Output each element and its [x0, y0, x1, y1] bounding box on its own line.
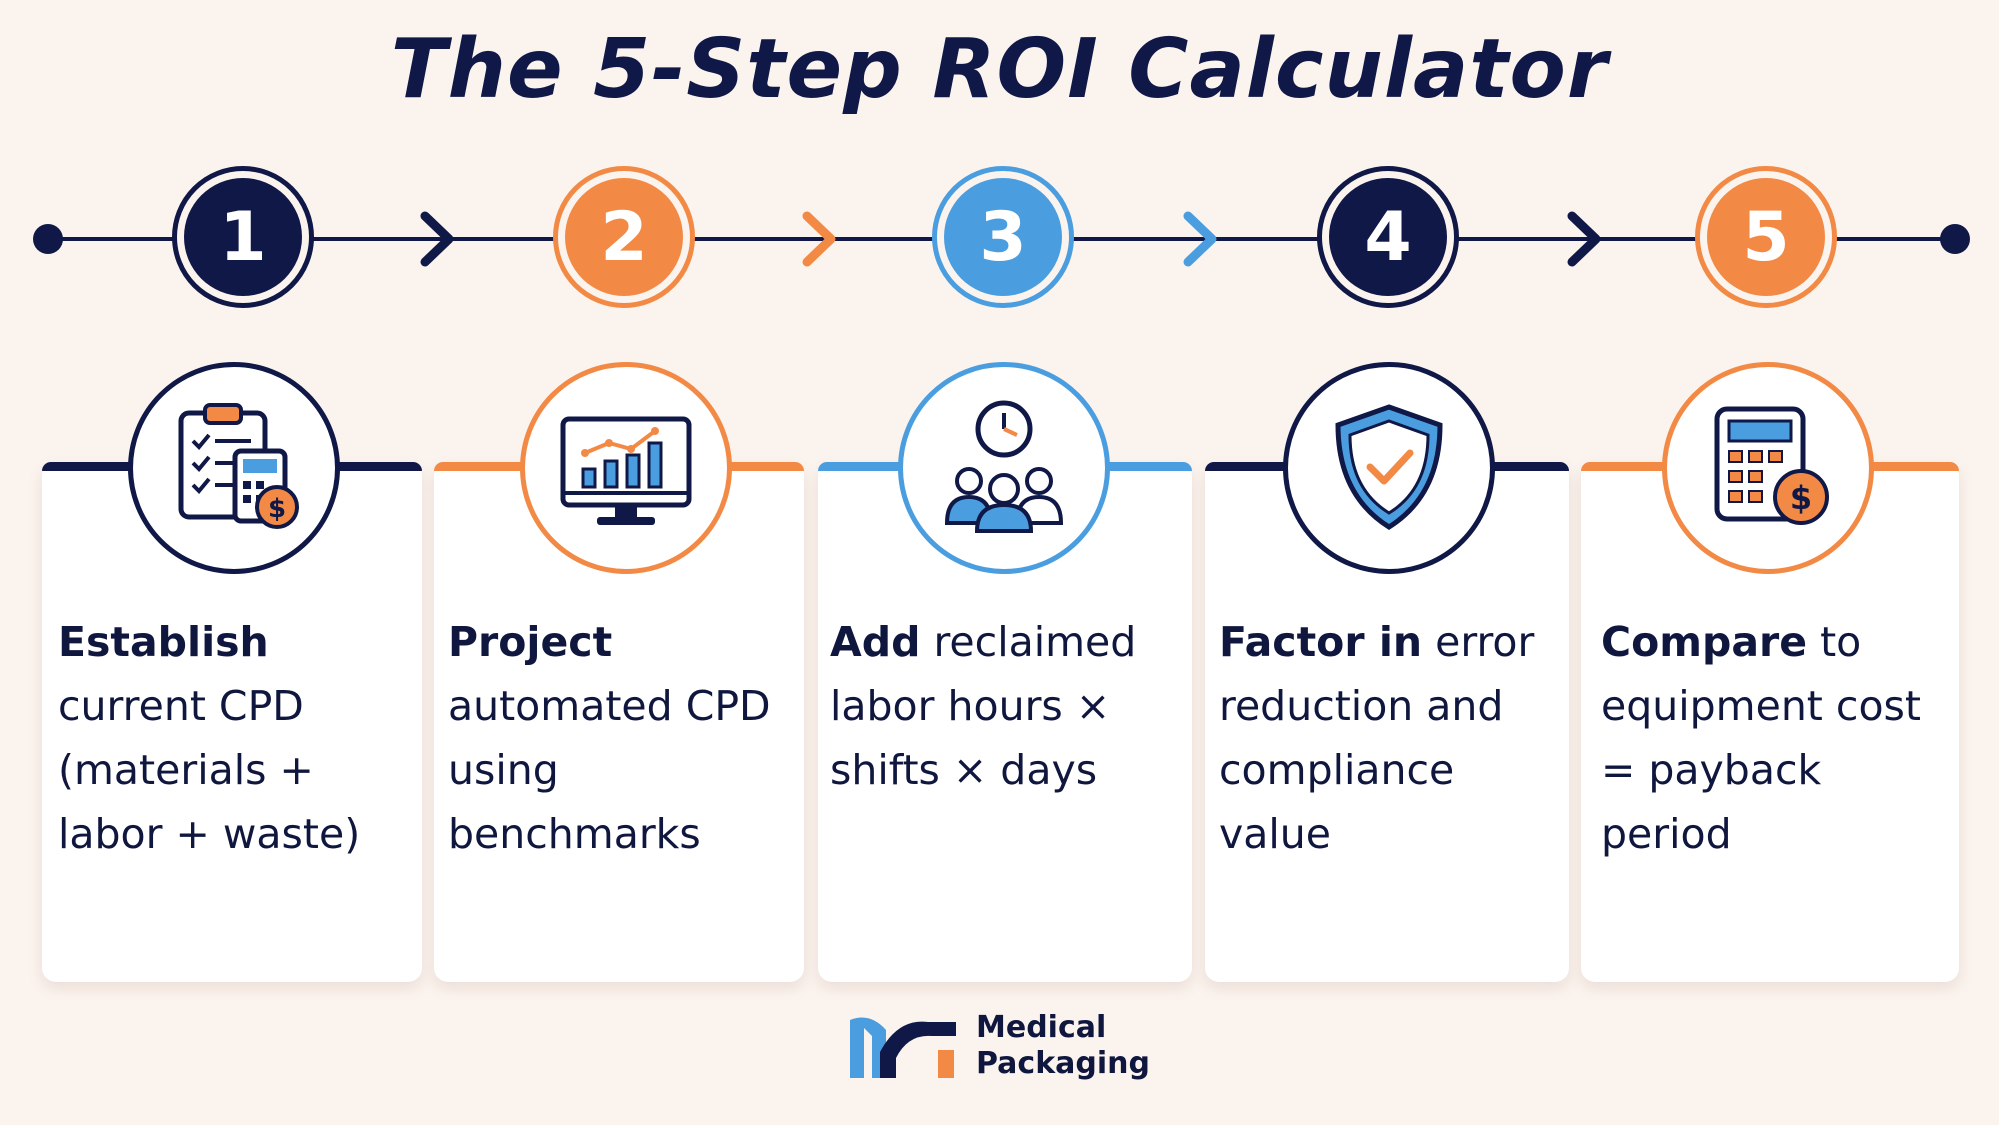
step-5-icon-circle: $: [1662, 362, 1874, 574]
clock-team-icon: [944, 400, 1064, 533]
step-2-text: Project automated CPD using benchmarks: [448, 610, 796, 866]
step-4-number: 4: [1329, 178, 1447, 296]
step-1-bold: Establish: [58, 618, 269, 666]
arrow-4-icon: [1567, 211, 1601, 267]
step-4-text: Factor in error reduction and compliance…: [1219, 610, 1561, 866]
step-3-text: Add reclaimed labor hours × shifts × day…: [830, 610, 1184, 802]
step-5-bold: Compare: [1601, 618, 1808, 666]
step-2-rest: automated CPD using benchmarks: [448, 682, 771, 858]
step-4-rest: error reduction and compliance value: [1219, 618, 1535, 858]
logo-line-2: Packaging: [976, 1046, 1150, 1081]
step-3-number: 3: [944, 178, 1062, 296]
arrow-2-icon: [802, 211, 836, 267]
step-3-icon-circle: [898, 362, 1110, 574]
page-title: The 5-Step ROI Calculator: [390, 22, 1609, 117]
calculator-dollar-icon: $: [1714, 406, 1829, 525]
step-5-badge: 5: [1695, 166, 1837, 308]
logo-mark-icon: [850, 1017, 956, 1078]
step-4-badge: 4: [1317, 166, 1459, 308]
svg-text:$: $: [1790, 479, 1812, 517]
step-4-card: Factor in error reduction and compliance…: [1205, 462, 1569, 982]
step-3-badge: 3: [932, 166, 1074, 308]
shield-check-icon: [1335, 404, 1443, 530]
step-1-text: Establish current CPD (materials + labor…: [58, 610, 414, 866]
logo-line-1: Medical: [976, 1010, 1107, 1045]
step-2-icon-circle: [520, 362, 732, 574]
step-5-text: Compare to equipment cost = payback peri…: [1601, 610, 1951, 866]
step-5-rest: to equipment cost = payback period: [1601, 618, 1921, 858]
step-3-bold: Add: [830, 618, 921, 666]
svg-text:$: $: [268, 494, 286, 524]
step-3-rest: reclaimed labor hours × shifts × days: [830, 618, 1137, 794]
step-2-badge: 2: [553, 166, 695, 308]
step-1-number: 1: [184, 178, 302, 296]
step-4-icon-circle: [1283, 362, 1495, 574]
step-1-rest: current CPD (materials + labor + waste): [58, 682, 361, 858]
step-1-icon-circle: $: [128, 362, 340, 574]
timeline-start-dot: [33, 224, 63, 254]
arrow-3-icon: [1183, 211, 1217, 267]
timeline-end-dot: [1940, 224, 1970, 254]
arrow-1-icon: [420, 211, 454, 267]
step-5-number: 5: [1707, 178, 1825, 296]
step-2-number: 2: [565, 178, 683, 296]
step-2-card: Project automated CPD using benchmarks: [434, 462, 804, 982]
step-2-bold: Project: [448, 618, 613, 666]
medical-packaging-logo: Medical Packaging: [846, 1008, 1176, 1088]
logo-text: Medical Packaging: [976, 1010, 1150, 1082]
step-1-badge: 1: [172, 166, 314, 308]
monitor-chart-icon: [560, 416, 692, 525]
clipboard-calculator-icon: $: [178, 403, 299, 529]
step-4-bold: Factor in: [1219, 618, 1423, 666]
